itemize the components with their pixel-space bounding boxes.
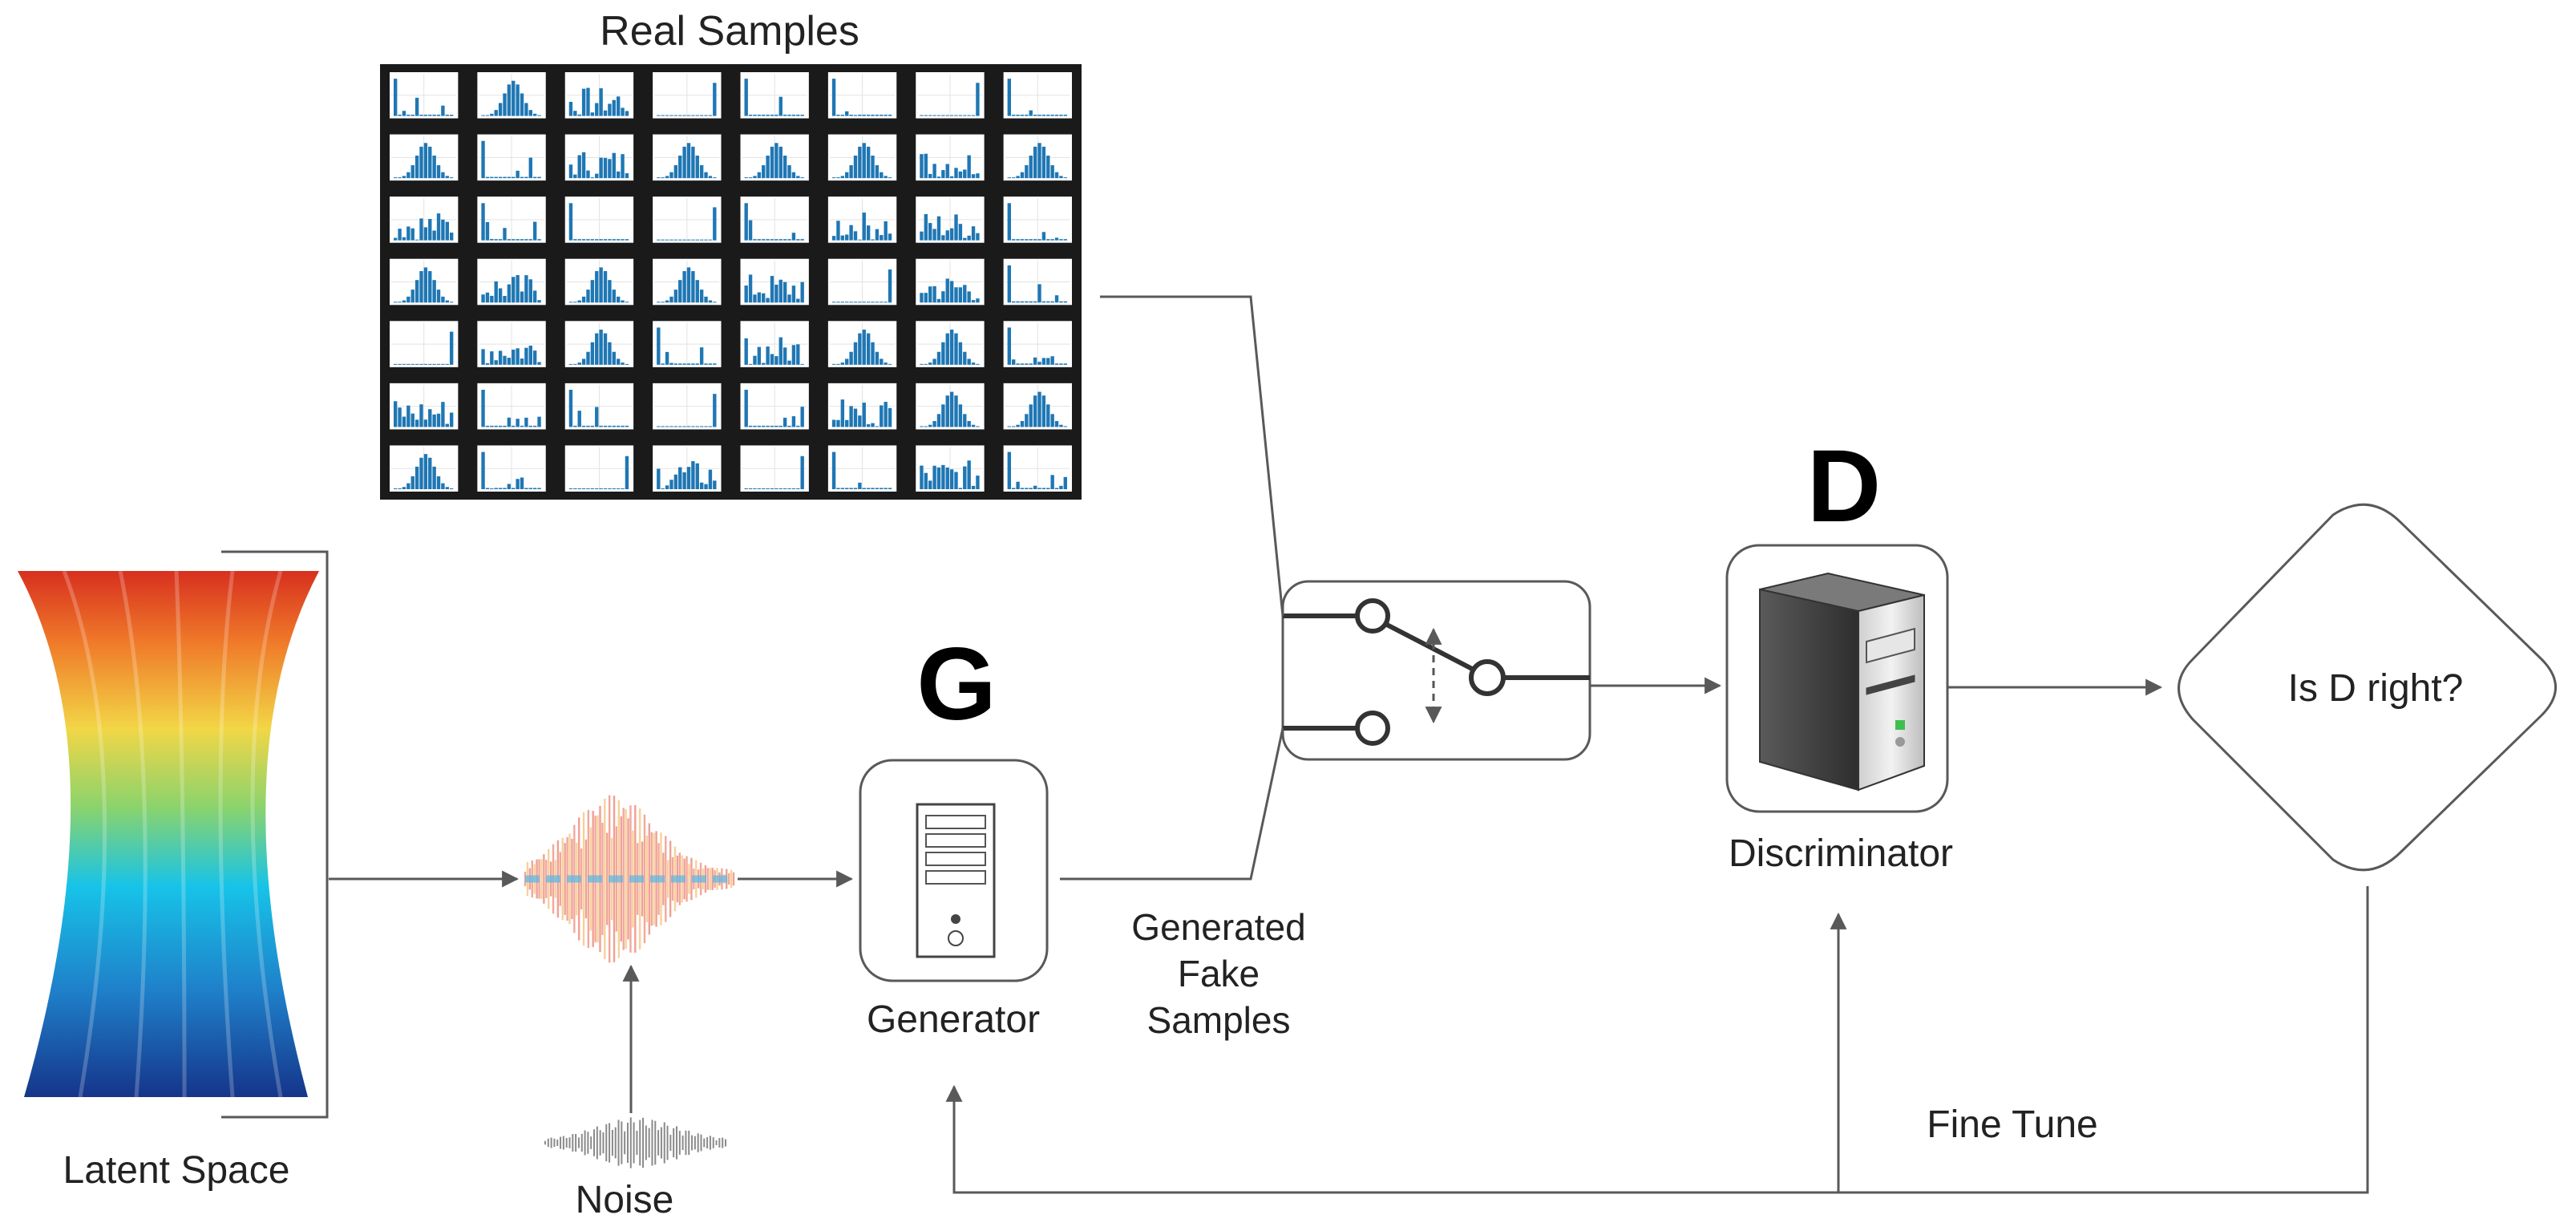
latent-space-bracket bbox=[221, 550, 329, 1119]
sample-thumbnail bbox=[916, 134, 985, 181]
sample-thumbnail bbox=[390, 134, 459, 181]
sample-thumbnail bbox=[740, 321, 809, 367]
real-samples-panel bbox=[380, 64, 1082, 500]
generator-label: Generator bbox=[867, 998, 1040, 1041]
sample-thumbnail bbox=[827, 134, 897, 181]
sample-thumbnail bbox=[564, 445, 634, 492]
sample-thumbnail bbox=[916, 258, 985, 306]
decision-label: Is D right? bbox=[2288, 667, 2464, 710]
sample-thumbnail bbox=[564, 196, 634, 243]
sample-thumbnail bbox=[477, 321, 546, 367]
sample-thumbnail bbox=[390, 383, 459, 430]
sample-thumbnail bbox=[653, 445, 722, 492]
discriminator-letter: D bbox=[1807, 429, 1881, 544]
sample-thumbnail bbox=[916, 383, 985, 430]
sample-thumbnail bbox=[477, 258, 546, 306]
switch-output-terminal bbox=[1469, 659, 1506, 696]
sample-thumbnail bbox=[740, 383, 809, 430]
feedback-line bbox=[945, 886, 2369, 1194]
sample-thumbnail bbox=[390, 445, 459, 492]
sample-thumbnail bbox=[564, 72, 634, 119]
connectors bbox=[329, 295, 2369, 1194]
sample-thumbnail bbox=[740, 445, 809, 492]
sample-thumbnail bbox=[1003, 196, 1072, 243]
discriminator-label: Discriminator bbox=[1729, 832, 1953, 875]
sample-thumbnail bbox=[1003, 134, 1072, 181]
real-samples-grid bbox=[390, 72, 1072, 492]
switch-box bbox=[1281, 580, 1591, 761]
sample-thumbnail bbox=[740, 72, 809, 119]
sample-thumbnail bbox=[564, 383, 634, 430]
sample-thumbnail bbox=[477, 383, 546, 430]
sample-thumbnail bbox=[827, 72, 897, 119]
latent-space-figure bbox=[18, 550, 329, 1119]
sample-thumbnail bbox=[653, 72, 722, 119]
sample-thumbnail bbox=[827, 445, 897, 492]
sample-thumbnail bbox=[653, 258, 722, 306]
sample-thumbnail bbox=[653, 383, 722, 430]
sample-thumbnail bbox=[916, 196, 985, 243]
real-samples-label: Real Samples bbox=[600, 8, 859, 55]
line-real-to-switch bbox=[1100, 295, 1284, 617]
latent-space-facets bbox=[62, 570, 283, 1098]
sample-thumbnail bbox=[564, 134, 634, 181]
latent-space-label: Latent Space bbox=[63, 1149, 290, 1192]
generator-node bbox=[859, 759, 1049, 982]
sample-thumbnail bbox=[740, 258, 809, 306]
sample-thumbnail bbox=[1003, 445, 1072, 492]
latent-space-shape bbox=[18, 571, 319, 1097]
decision-diamond bbox=[2178, 503, 2557, 872]
sample-thumbnail bbox=[390, 321, 459, 367]
discriminator-server-icon bbox=[1759, 572, 1925, 792]
sample-thumbnail bbox=[653, 321, 722, 367]
discriminator-node bbox=[1725, 544, 1949, 813]
sample-thumbnail bbox=[1003, 383, 1072, 430]
noise-source-waveform bbox=[544, 1117, 726, 1168]
fake-samples-label-line1: Generated bbox=[1131, 906, 1305, 948]
sample-thumbnail bbox=[653, 134, 722, 181]
decision-node bbox=[2178, 503, 2557, 872]
sample-thumbnail bbox=[477, 134, 546, 181]
sample-thumbnail bbox=[740, 134, 809, 181]
sample-thumbnail bbox=[1003, 72, 1072, 119]
line-generator-to-switch bbox=[1060, 727, 1284, 881]
sample-thumbnail bbox=[653, 196, 722, 243]
noise-label: Noise bbox=[576, 1179, 674, 1221]
fake-samples-label-line3: Samples bbox=[1147, 999, 1291, 1041]
sample-thumbnail bbox=[916, 72, 985, 119]
fine-tune-label: Fine Tune bbox=[1927, 1103, 2097, 1146]
sample-thumbnail bbox=[827, 321, 897, 367]
sample-thumbnail bbox=[1003, 321, 1072, 367]
sample-thumbnail bbox=[390, 72, 459, 119]
sample-thumbnail bbox=[564, 258, 634, 306]
sample-thumbnail bbox=[564, 321, 634, 367]
sample-thumbnail bbox=[827, 258, 897, 306]
sample-thumbnail bbox=[740, 196, 809, 243]
switch-real-terminal bbox=[1355, 598, 1390, 634]
sample-thumbnail bbox=[916, 321, 985, 367]
sample-thumbnail bbox=[916, 445, 985, 492]
sample-thumbnail bbox=[1003, 258, 1072, 306]
sample-thumbnail bbox=[827, 196, 897, 243]
sample-thumbnail bbox=[390, 258, 459, 306]
sample-thumbnail bbox=[390, 196, 459, 243]
sample-switch bbox=[1281, 580, 1591, 761]
noise-waveform bbox=[524, 795, 735, 963]
fake-samples-label-line2: Fake bbox=[1178, 953, 1260, 994]
generator-tower-icon bbox=[916, 803, 996, 958]
generator-letter: G bbox=[916, 627, 997, 742]
switch-fake-terminal bbox=[1355, 711, 1390, 746]
sample-thumbnail bbox=[477, 445, 546, 492]
sample-thumbnail bbox=[827, 383, 897, 430]
sample-thumbnail bbox=[477, 72, 546, 119]
sample-thumbnail bbox=[477, 196, 546, 243]
